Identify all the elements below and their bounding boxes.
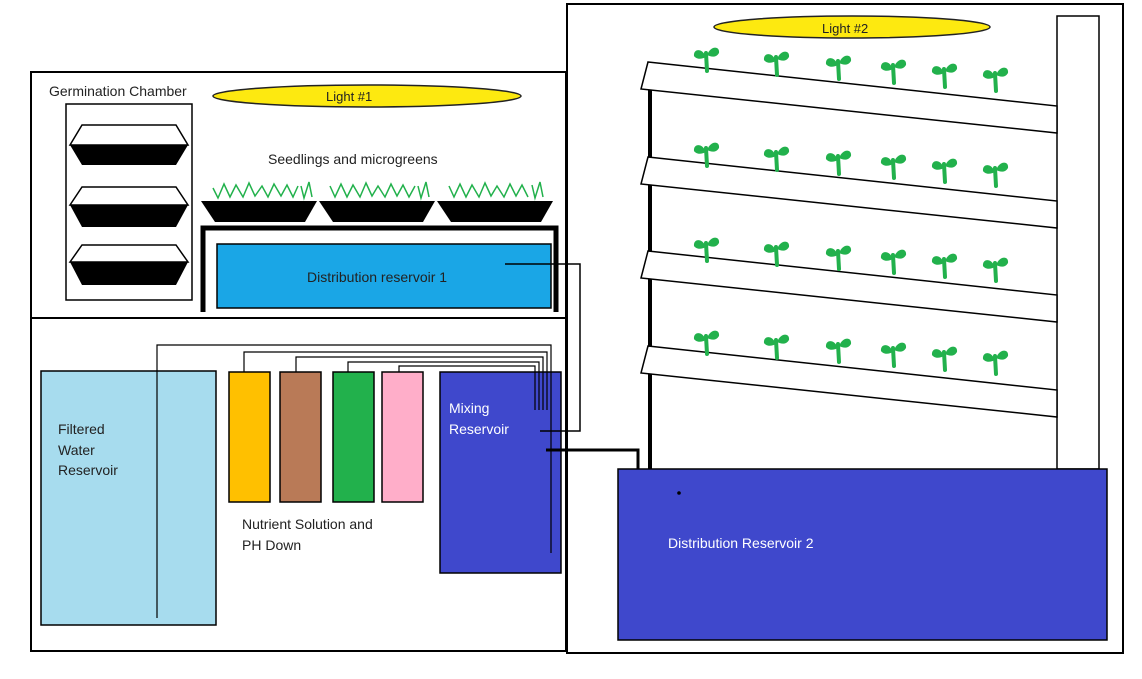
plant-sprout-icon xyxy=(931,158,958,184)
tower-side-column xyxy=(1056,15,1100,470)
plant-sprout-icon xyxy=(693,142,720,168)
germination-chamber-label: Germination Chamber xyxy=(49,83,187,99)
light-2-fixture xyxy=(713,15,991,39)
mixing-reservoir xyxy=(439,371,562,574)
nutrient-container-yellow xyxy=(228,371,271,503)
plant-sprout-icon xyxy=(763,146,790,172)
plant-sprout-icon xyxy=(693,237,720,263)
seed-tray-icon xyxy=(68,186,190,227)
plant-sprout-icon xyxy=(880,154,907,180)
nutrient-label-line: Nutrient Solution and xyxy=(242,516,373,532)
distribution-reservoir-2-label: Distribution Reservoir 2 xyxy=(668,535,814,551)
ph-down-container-pink xyxy=(381,371,424,503)
plant-sprout-icon xyxy=(825,55,852,81)
seed-tray-icon xyxy=(68,124,190,165)
light-1-fixture xyxy=(212,84,522,108)
plant-sprout-icon xyxy=(880,59,907,85)
nutrient-container-green xyxy=(332,371,375,503)
plant-sprout-icon xyxy=(693,47,720,73)
plant-sprout-icon xyxy=(825,338,852,364)
mixing-label-line: Mixing xyxy=(449,400,489,416)
nutrient-label-line: PH Down xyxy=(242,537,301,553)
transfer-pipes xyxy=(505,263,640,472)
plant-sprout-icon xyxy=(982,350,1009,376)
filtered-water-label-line: Filtered xyxy=(58,421,105,437)
plant-sprout-icon xyxy=(880,342,907,368)
plant-sprout-icon xyxy=(763,51,790,77)
seed-tray-icon xyxy=(68,244,190,285)
plant-sprout-icon xyxy=(982,257,1009,283)
plant-sprout-icon xyxy=(693,330,720,356)
plant-sprout-icon xyxy=(931,346,958,372)
plant-sprout-icon xyxy=(880,249,907,275)
plant-sprout-icon xyxy=(825,245,852,271)
reservoir-1-channel xyxy=(200,225,559,312)
grow-channel xyxy=(640,345,1058,418)
plant-sprout-icon xyxy=(982,67,1009,93)
mixing-reservoir-label: Mixing Reservoir xyxy=(449,400,509,437)
plants-layer xyxy=(693,47,1009,376)
seedlings-label: Seedlings and microgreens xyxy=(268,151,438,167)
stray-dot xyxy=(677,491,681,495)
seedling-tray xyxy=(319,181,435,222)
light-2-label: Light #2 xyxy=(822,21,868,36)
light-1-label: Light #1 xyxy=(326,89,372,104)
distribution-reservoir-1 xyxy=(216,243,552,309)
distribution-reservoir-1-label: Distribution reservoir 1 xyxy=(307,269,447,285)
mixing-label-line: Reservoir xyxy=(449,421,509,437)
plant-sprout-icon xyxy=(931,63,958,89)
seedling-tray xyxy=(201,181,317,222)
plant-sprout-icon xyxy=(763,241,790,267)
plant-sprout-icon xyxy=(931,253,958,279)
filtered-water-label-line: Reservoir xyxy=(58,462,118,478)
filtered-water-reservoir xyxy=(40,370,217,626)
nutrient-solution-label: Nutrient Solution and PH Down xyxy=(242,516,377,553)
filtered-water-label: Filtered Water Reservoir xyxy=(58,421,118,478)
filtered-water-label-line: Water xyxy=(58,442,95,458)
seedling-tray xyxy=(437,181,553,222)
grow-channel xyxy=(640,250,1058,323)
grow-channel xyxy=(640,61,1058,134)
plant-sprout-icon xyxy=(825,150,852,176)
distribution-reservoir-2 xyxy=(617,468,1108,641)
plant-sprout-icon xyxy=(982,162,1009,188)
nutrient-container-brown xyxy=(279,371,322,503)
plant-sprout-icon xyxy=(763,334,790,360)
grow-channel xyxy=(640,156,1058,229)
